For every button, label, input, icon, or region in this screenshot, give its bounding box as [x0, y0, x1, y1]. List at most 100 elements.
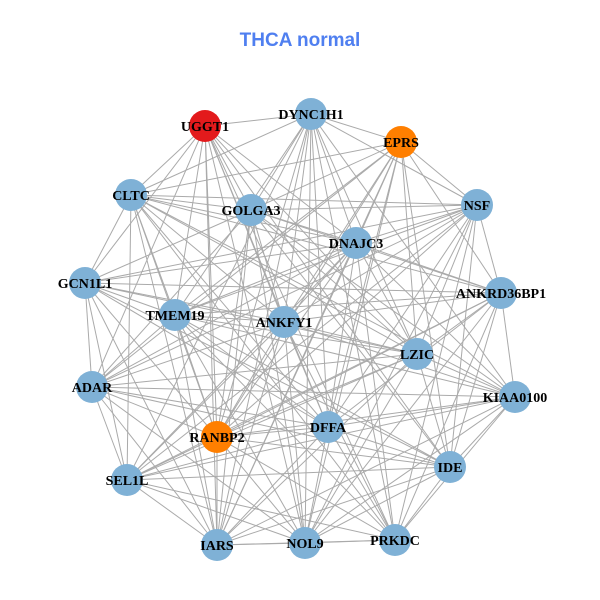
edges-layer: [84, 113, 516, 546]
node-iars[interactable]: IARS: [200, 529, 234, 561]
edge-ANKFY1-KIAA0100: [283, 321, 516, 398]
node-circle[interactable]: [340, 227, 372, 259]
edge-ANKFY1-DFFA: [283, 321, 329, 428]
edge-NSF-NOL9: [304, 204, 478, 544]
edge-DFFA-IARS: [216, 426, 329, 546]
edge-ADAR-KIAA0100: [91, 386, 516, 398]
node-ankrd36bp1[interactable]: ANKRD36BP1: [456, 277, 546, 309]
node-label: ADAR: [72, 381, 113, 396]
edge-CLTC-GOLGA3: [130, 194, 252, 211]
node-kiaa0100[interactable]: KIAA0100: [483, 381, 548, 413]
node-circle[interactable]: [434, 451, 466, 483]
edge-GCN1L1-ANKRD36BP1: [84, 282, 502, 294]
node-circle[interactable]: [312, 411, 344, 443]
edge-EPRS-CLTC: [130, 141, 402, 196]
node-prkdc[interactable]: PRKDC: [370, 524, 420, 556]
node-circle[interactable]: [295, 98, 327, 130]
node-uggt1[interactable]: UGGT1: [181, 110, 229, 142]
edge-RANBP2-DFFA: [216, 426, 329, 438]
edge-CLTC-ANKRD36BP1: [130, 194, 502, 294]
node-circle[interactable]: [499, 381, 531, 413]
node-nsf[interactable]: NSF: [461, 189, 493, 221]
node-ankfy1[interactable]: ANKFY1: [256, 306, 313, 338]
edge-TMEM19-KIAA0100: [174, 314, 516, 398]
node-circle[interactable]: [461, 189, 493, 221]
edge-SEL1L-PRKDC: [126, 479, 396, 541]
node-circle[interactable]: [76, 371, 108, 403]
edge-DNAJC3-ADAR: [91, 242, 357, 388]
edge-ANKRD36BP1-KIAA0100: [500, 292, 516, 398]
node-circle[interactable]: [385, 126, 417, 158]
node-label: RANBP2: [189, 431, 244, 446]
edge-DYNC1H1-NOL9: [304, 113, 312, 544]
node-circle[interactable]: [201, 529, 233, 561]
edge-EPRS-IDE: [400, 141, 451, 468]
edge-UGGT1-DNAJC3: [204, 125, 357, 244]
node-circle[interactable]: [235, 194, 267, 226]
edge-GOLGA3-IARS: [216, 209, 252, 546]
edge-DNAJC3-RANBP2: [216, 242, 357, 438]
edge-GOLGA3-RANBP2: [216, 209, 252, 438]
node-circle[interactable]: [111, 464, 143, 496]
node-circle[interactable]: [189, 110, 221, 142]
edge-UGGT1-IARS: [204, 125, 218, 546]
edge-DFFA-NOL9: [304, 426, 329, 544]
node-dnajc3[interactable]: DNAJC3: [329, 227, 383, 259]
node-eprs[interactable]: EPRS: [383, 126, 419, 158]
node-ide[interactable]: IDE: [434, 451, 466, 483]
edge-UGGT1-TMEM19: [174, 125, 206, 316]
node-tmem19[interactable]: TMEM19: [145, 299, 205, 331]
edge-ANKRD36BP1-PRKDC: [394, 292, 502, 541]
node-nol9[interactable]: NOL9: [286, 527, 324, 559]
node-gcn1l1[interactable]: GCN1L1: [58, 267, 112, 299]
edge-DNAJC3-IARS: [216, 242, 357, 546]
node-dync1h1[interactable]: DYNC1H1: [278, 98, 344, 130]
edge-CLTC-IARS: [130, 194, 218, 546]
edge-DNAJC3-TMEM19: [174, 242, 357, 316]
edge-UGGT1-DYNC1H1: [204, 113, 312, 127]
node-sel1l[interactable]: SEL1L: [106, 464, 149, 496]
edge-GOLGA3-ANKFY1: [250, 209, 285, 323]
edge-ANKFY1-LZIC: [283, 321, 418, 355]
node-label: DFFA: [310, 421, 347, 436]
node-label: GOLGA3: [221, 204, 280, 219]
edge-DFFA-SEL1L: [126, 426, 329, 481]
node-circle[interactable]: [379, 524, 411, 556]
edge-DYNC1H1-CLTC: [130, 113, 312, 196]
node-circle[interactable]: [268, 306, 300, 338]
node-circle[interactable]: [69, 267, 101, 299]
edge-DNAJC3-DFFA: [327, 242, 357, 428]
edge-ANKRD36BP1-LZIC: [416, 292, 502, 355]
node-circle[interactable]: [159, 299, 191, 331]
edge-ANKRD36BP1-TMEM19: [174, 292, 502, 316]
node-lzic[interactable]: LZIC: [400, 338, 434, 370]
edge-NSF-SEL1L: [126, 204, 478, 481]
edge-IDE-IARS: [216, 466, 451, 546]
edge-LZIC-RANBP2: [216, 353, 418, 438]
edge-LZIC-NOL9: [304, 353, 418, 544]
edge-GCN1L1-IARS: [84, 282, 218, 546]
node-label: NSF: [464, 199, 490, 214]
edge-GOLGA3-NOL9: [250, 209, 306, 544]
node-label: LZIC: [400, 348, 434, 363]
node-circle[interactable]: [201, 421, 233, 453]
edge-NSF-IDE: [449, 204, 478, 468]
node-circle[interactable]: [115, 179, 147, 211]
edge-DNAJC3-ANKFY1: [283, 242, 357, 323]
node-dffa[interactable]: DFFA: [310, 411, 347, 443]
node-label: DYNC1H1: [278, 108, 343, 123]
node-label: EPRS: [383, 136, 419, 151]
edge-CLTC-GCN1L1: [84, 194, 132, 284]
node-cltc[interactable]: CLTC: [112, 179, 150, 211]
node-circle[interactable]: [289, 527, 321, 559]
node-circle[interactable]: [401, 338, 433, 370]
edge-NSF-PRKDC: [394, 204, 478, 541]
diagram-title: THCA normal: [239, 30, 361, 51]
edge-TMEM19-ADAR: [91, 314, 176, 388]
node-golga3[interactable]: GOLGA3: [221, 194, 281, 226]
node-adar[interactable]: ADAR: [72, 371, 113, 403]
node-circle[interactable]: [485, 277, 517, 309]
edge-DYNC1H1-PRKDC: [310, 113, 396, 541]
node-ranbp2[interactable]: RANBP2: [189, 421, 245, 453]
